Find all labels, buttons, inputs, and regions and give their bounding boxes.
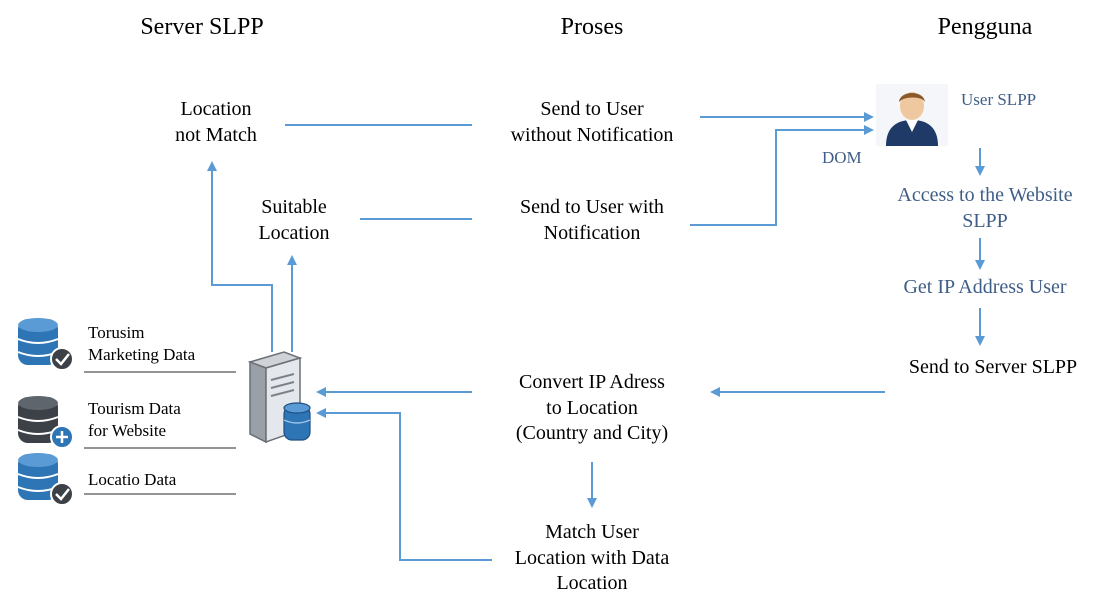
- arrow-send-with-to-user: [690, 125, 874, 226]
- node-suitable-location-line1: Suitable: [261, 196, 327, 218]
- header-pengguna: Pengguna: [937, 14, 1033, 40]
- node-send-without-notification: Send to User without Notification: [511, 97, 674, 148]
- node-location-not-match: Location not Match: [175, 97, 257, 148]
- header-server-slpp: Server SLPP: [140, 14, 264, 40]
- node-access-website: Access to the Website SLPP: [897, 183, 1072, 234]
- user-avatar-icon: [876, 84, 948, 146]
- node-send-with-notification: Send to User with Notification: [520, 195, 664, 246]
- node-match-location-line2: Location with Data: [514, 546, 670, 569]
- node-match-location: Match User Location with Data Location: [515, 520, 669, 597]
- database-check-icon: [17, 318, 74, 371]
- node-location-not-match-line1: Location: [180, 98, 252, 120]
- data-source-location: Locatio Data: [88, 469, 176, 491]
- arrow-match-to-server: [316, 408, 492, 561]
- database-check-icon: [17, 453, 74, 506]
- dom-label: DOM: [822, 148, 862, 167]
- header-proses: Proses: [560, 14, 624, 40]
- database-add-icon: [17, 396, 74, 449]
- node-get-ip: Get IP Address User: [903, 276, 1067, 298]
- node-send-without-line2: without Notification: [510, 123, 674, 146]
- data-source-1-line2: Marketing Data: [88, 345, 196, 365]
- node-access-website-line2: SLPP: [962, 209, 1008, 232]
- data-source-tourism-marketing: Torusim Marketing Data: [88, 322, 195, 366]
- node-convert-ip-line2: to Location: [546, 396, 638, 419]
- node-send-to-server: Send to Server SLPP: [908, 356, 1078, 378]
- data-source-tourism-website: Tourism Data for Website: [88, 398, 181, 442]
- node-location-not-match-line2: not Match: [175, 123, 257, 146]
- node-convert-ip-line1: Convert IP Adress: [519, 371, 665, 393]
- node-match-location-line3: Location: [556, 572, 628, 595]
- node-suitable-location: Suitable Location: [258, 195, 329, 246]
- node-access-website-line1: Access to the Website: [897, 184, 1073, 206]
- node-convert-ip: Convert IP Adress to Location (Country a…: [516, 370, 668, 447]
- server-icon: [247, 351, 311, 444]
- node-convert-ip-line3: (Country and City): [515, 422, 669, 445]
- data-source-3-line1: Locatio Data: [88, 470, 177, 489]
- node-suitable-location-line2: Location: [258, 221, 330, 244]
- node-send-with-line2: Notification: [543, 221, 641, 244]
- node-send-without-line1: Send to User: [540, 98, 644, 120]
- node-match-location-line1: Match User: [545, 521, 639, 543]
- data-source-2-line2: for Website: [88, 421, 167, 441]
- data-source-2-line1: Tourism Data: [88, 399, 181, 418]
- data-source-1-line1: Torusim: [88, 323, 145, 342]
- node-send-with-line1: Send to User with: [520, 196, 664, 218]
- arrow-server-to-not-match: [207, 161, 273, 352]
- user-slpp-label: User SLPP: [961, 90, 1037, 109]
